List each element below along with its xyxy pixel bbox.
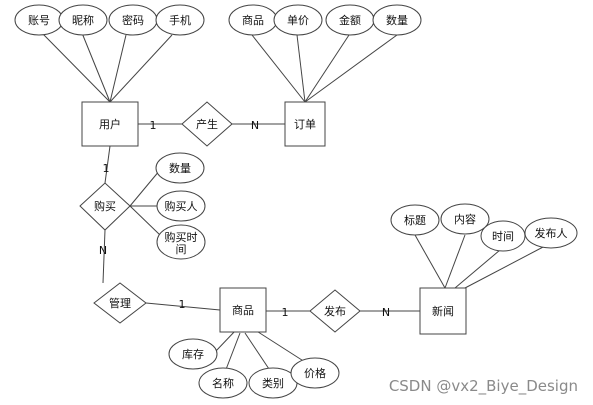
line-user-password — [109, 34, 127, 103]
attr-news-content — [440, 203, 490, 235]
relation-publish — [309, 289, 361, 333]
line-buy-down — [102, 229, 106, 284]
attr-buy-time — [156, 224, 206, 260]
line-order-quantity — [304, 34, 398, 103]
attr-goods-stock-label: 库存 — [182, 347, 204, 361]
attr-order-quantity-label: 数量 — [386, 14, 408, 27]
attr-user-password-label: 密码 — [122, 13, 144, 27]
attr-buy-time-label-line2: 间 — [176, 243, 187, 256]
attr-goods-name-label: 名称 — [212, 376, 234, 390]
line-user-nickname — [81, 32, 111, 103]
entity-news-label: 新闻 — [432, 304, 454, 318]
attr-order-goods-label: 商品 — [242, 13, 264, 27]
card-manage-goods: 1 — [179, 298, 186, 311]
line-buy-quantity — [129, 169, 161, 207]
attr-buy-quantity — [155, 152, 205, 184]
attr-order-price-label: 单价 — [287, 14, 309, 27]
relation-publish-label: 发布 — [324, 304, 346, 318]
relation-manage — [93, 282, 147, 324]
line-goods-price — [254, 329, 306, 363]
line-news-content — [444, 234, 466, 289]
card-buy-goods: N — [99, 244, 107, 257]
attr-order-price — [273, 4, 323, 36]
line-user-buy — [104, 145, 111, 184]
entity-order-label: 订单 — [294, 118, 316, 131]
card-publish-news: N — [382, 306, 390, 319]
line-user-phone — [109, 34, 173, 103]
line-order-amount — [304, 34, 350, 103]
card-user-produce: 1 — [150, 119, 157, 132]
attr-goods-category-label: 类别 — [262, 376, 284, 390]
entity-goods — [219, 287, 267, 333]
entity-user-label: 用户 — [99, 117, 121, 131]
line-goods-category — [244, 332, 272, 373]
attr-user-nickname-label: 昵称 — [72, 13, 94, 27]
line-news-publisher — [464, 245, 546, 289]
entity-goods-label: 商品 — [232, 303, 254, 317]
attr-goods-price-label: 价格 — [304, 366, 326, 380]
attr-buy-buyer-label: 购买人 — [165, 199, 198, 213]
relation-buy-label: 购买 — [94, 199, 116, 213]
attr-news-title — [390, 204, 440, 236]
attr-news-content-label: 内容 — [454, 212, 476, 226]
relation-produce — [181, 101, 233, 147]
line-order-goods — [251, 34, 306, 103]
line-goods-name — [224, 332, 241, 373]
card-produce-order: N — [251, 119, 259, 132]
relation-produce-label: 产生 — [196, 117, 218, 131]
attr-news-publisher — [524, 217, 578, 249]
relation-manage-label: 管理 — [109, 296, 131, 310]
attr-goods-stock — [168, 338, 218, 370]
connection-lines — [41, 32, 546, 373]
attr-user-phone-label: 手机 — [169, 13, 191, 27]
attr-order-amount-label: 金额 — [339, 13, 361, 27]
line-order-price — [296, 34, 306, 103]
entity-news — [419, 287, 467, 335]
card-user-buy: 1 — [103, 162, 110, 175]
attr-user-phone — [155, 4, 205, 36]
attr-buy-quantity-label: 数量 — [169, 162, 191, 175]
line-news-title — [414, 234, 446, 289]
attr-news-publisher-label: 发布人 — [535, 226, 568, 240]
attr-user-account-label: 账号 — [28, 14, 50, 27]
attr-user-nickname — [58, 4, 108, 36]
relation-buy — [79, 182, 131, 231]
attr-goods-price — [290, 357, 340, 389]
line-user-account — [41, 32, 111, 103]
entity-order — [284, 101, 326, 147]
watermark-text: CSDN @vx2_Biye_Design — [389, 377, 578, 396]
attr-buy-time-label-line1: 购买时 — [165, 230, 198, 244]
line-manage-goods — [145, 302, 221, 311]
attr-news-title-label: 标题 — [404, 213, 426, 227]
line-news-time — [454, 249, 501, 289]
card-goods-publish: 1 — [282, 306, 289, 319]
attr-goods-name — [198, 367, 248, 399]
line-goods-stock — [214, 329, 237, 353]
attr-order-quantity — [372, 4, 422, 36]
entity-user — [81, 101, 139, 147]
attr-buy-buyer — [156, 190, 206, 222]
attr-news-time-label: 时间 — [492, 230, 514, 243]
line-buy-time — [129, 205, 161, 236]
